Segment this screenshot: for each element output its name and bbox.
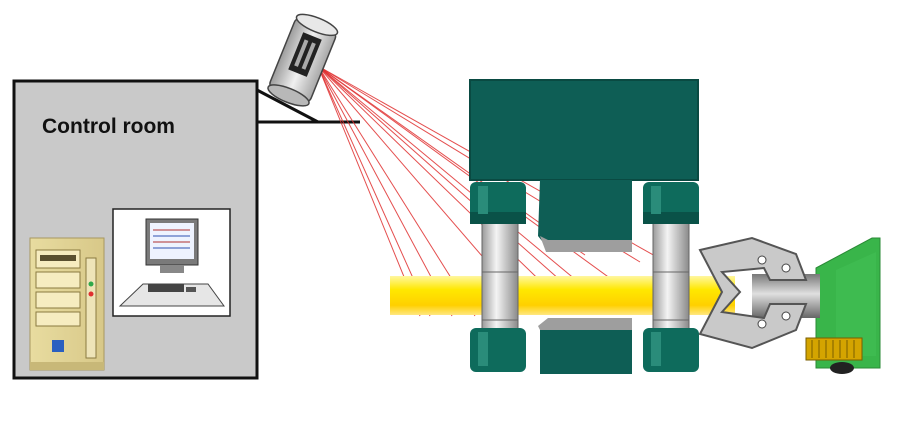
- collar-upper-left: [470, 182, 526, 224]
- laser-line: [317, 65, 453, 317]
- control-room-label: Control room: [42, 115, 175, 138]
- press-crown: [469, 79, 699, 181]
- laser-line: [317, 65, 476, 317]
- laser-line: [317, 65, 561, 301]
- collar-lower-left: [470, 328, 526, 372]
- laser-line: [317, 65, 421, 317]
- lower-die: [538, 318, 632, 374]
- manipulator-wheel: [805, 337, 863, 374]
- camera-icon: [267, 13, 339, 107]
- laser-line: [317, 65, 431, 317]
- laser-line: [317, 65, 561, 281]
- computer-tower-icon: [29, 237, 105, 371]
- collar-upper-right: [643, 182, 699, 224]
- gripper-icon: [698, 236, 808, 350]
- laser-line: [317, 65, 601, 301]
- monitor-icon: [112, 208, 231, 317]
- manipulator: [698, 236, 881, 374]
- press-column-left-front: [481, 271, 519, 321]
- press-column-right-front: [652, 271, 690, 321]
- upper-die: [538, 180, 632, 252]
- control-room: Control room: [12, 79, 259, 380]
- collar-lower-right: [643, 328, 699, 372]
